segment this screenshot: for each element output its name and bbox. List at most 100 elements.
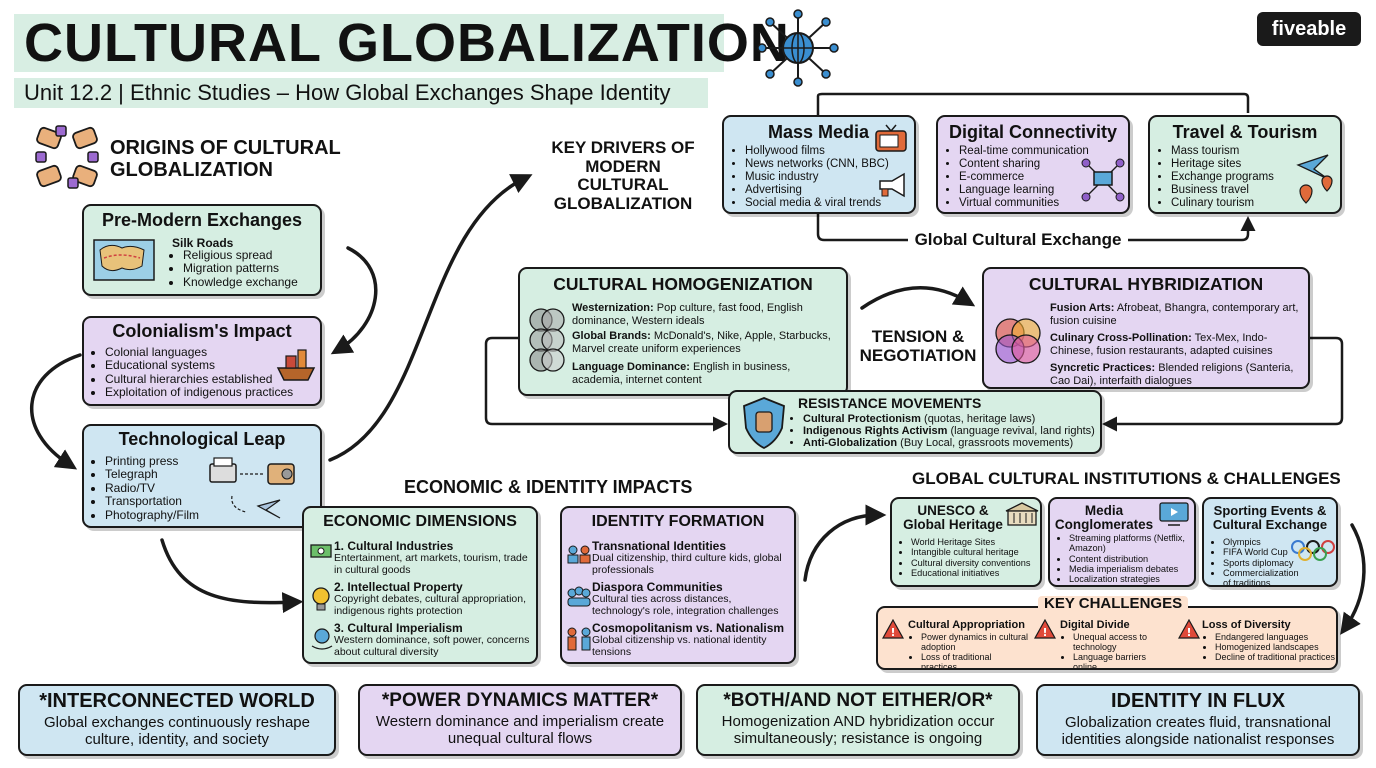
network-computer-icon (1081, 158, 1125, 202)
list-item: Educational systems (105, 358, 293, 372)
homogenization-item: Westernization: Pop culture, fast food, … (572, 302, 842, 327)
item-text: Pop culture, fast food, English dominanc… (572, 302, 803, 327)
homogenization-title: CULTURAL HOMOGENIZATION (553, 274, 813, 294)
pre-modern-title: Pre-Modern Exchanges (101, 210, 303, 230)
item-text: Global citizenship vs. national identity… (592, 634, 767, 658)
takeaway-text: Global exchanges continuously reshape cu… (43, 714, 310, 749)
item-label: Global Brands: (572, 330, 651, 342)
takeaway-box: *INTERCONNECTED WORLD Global exchanges c… (18, 684, 336, 756)
item-text: Copyright debates, cultural appropriatio… (334, 593, 527, 617)
item-text: (Buy Local, grassroots movements) (900, 437, 1074, 450)
takeaway-title: *POWER DYNAMICS MATTER* (381, 690, 659, 711)
pre-modern-box: Pre-Modern Exchanges Silk Roads Religiou… (82, 204, 322, 296)
ship-icon (276, 349, 316, 381)
list-item: Unequal access to technology (1073, 632, 1172, 652)
list-item: Telegraph (105, 467, 199, 481)
takeaway-text: Globalization creates fluid, transnation… (1061, 714, 1335, 749)
item-text: Afrobeat, Bhangra, contemporary art, fus… (1050, 302, 1299, 327)
item-label: Culinary Cross-Pollination: (1050, 332, 1192, 344)
list-item: Exploitation of indigenous practices (105, 385, 293, 399)
olympic-rings-icon (1291, 540, 1335, 561)
item-label: Diaspora Communities (592, 580, 723, 594)
list-item: Media imperialism debates (1069, 564, 1194, 574)
svg-text:!: ! (1042, 626, 1047, 639)
sports-box: Sporting Events & Cultural Exchange Olym… (1202, 497, 1338, 587)
item-text: Tex-Mex, Indo-Chinese, fusion restaurant… (1050, 332, 1273, 357)
item-label: Transnational Identities (592, 539, 727, 553)
lightbulb-icon (312, 587, 330, 611)
list-item: Commercialization of traditions (1223, 568, 1299, 585)
list-item: Loss of traditional practices (921, 652, 1030, 668)
list-item: Endangered languages (1215, 632, 1336, 642)
megaphone-icon (879, 172, 905, 198)
media-box: Media Conglomerates Streaming platforms … (1048, 497, 1196, 587)
list-item: Exchange programs (1171, 171, 1274, 184)
technology-box: Technological Leap Printing press Telegr… (82, 424, 322, 528)
warning-icon: ! (1178, 619, 1200, 639)
list-item: Photography/Film (105, 508, 199, 522)
mass-media-title: Mass Media (768, 122, 870, 142)
list-item: Indigenous Rights Activism (language rev… (803, 425, 1095, 437)
colonialism-title: Colonialism's Impact (112, 321, 292, 341)
people-exchange-icon (567, 545, 591, 564)
item-label: Cultural Protectionism (803, 413, 921, 425)
travel-list: Mass tourism Heritage sites Exchange pro… (1156, 145, 1274, 209)
list-item: Culinary tourism (1171, 197, 1274, 210)
silk-roads-label: Silk Roads (172, 236, 234, 250)
media-list: Streaming platforms (Netflix, Amazon) Co… (1054, 533, 1194, 584)
challenge-list: Unequal access to technologyLanguage bar… (1058, 632, 1172, 668)
media-title: Media Conglomerates (1054, 503, 1154, 533)
heritage-building-icon (1005, 502, 1039, 526)
list-item: Virtual communities (959, 197, 1089, 210)
identity-box: IDENTITY FORMATION Transnational Identit… (560, 506, 796, 664)
digital-list: Real-time communication Content sharing … (944, 145, 1089, 209)
list-item: World Heritage Sites (911, 537, 1031, 547)
list-item: Educational initiatives (911, 568, 1031, 578)
hybridization-title: CULTURAL HYBRIDIZATION (1028, 274, 1264, 294)
money-icon (310, 544, 332, 558)
unesco-title: UNESCO & Global Heritage (903, 503, 1003, 533)
item-label: Fusion Arts: (1050, 302, 1115, 314)
world-map-icon (93, 239, 155, 281)
hybridization-item: Syncretic Practices: Blended religions (… (1050, 362, 1306, 387)
list-item: Anti-Globalization (Buy Local, grassroot… (803, 437, 1095, 449)
item-label: Indigenous Rights Activism (803, 425, 948, 438)
takeaway-box: *POWER DYNAMICS MATTER* Western dominanc… (358, 684, 682, 756)
travel-box: Travel & Tourism Mass tourism Heritage s… (1148, 115, 1342, 214)
airplane-pin-icon (1296, 154, 1333, 204)
item-text: Entertainment, art markets, tourism, tra… (334, 552, 528, 576)
digital-box: Digital Connectivity Real-time communica… (936, 115, 1130, 214)
television-icon (875, 124, 907, 152)
list-item: Mass tourism (1171, 145, 1274, 158)
svg-text:!: ! (1186, 626, 1191, 639)
list-item: Transportation (105, 494, 199, 508)
list-item: Content sharing (959, 158, 1089, 171)
item-text: Dual citizenship, third culture kids, gl… (592, 552, 782, 576)
challenge-title: Loss of Diversity (1202, 619, 1291, 631)
economic-box: ECONOMIC DIMENSIONS 1. Cultural Industri… (302, 506, 538, 664)
drivers-heading: KEY DRIVERS OF MODERN CULTURAL GLOBALIZA… (551, 138, 695, 214)
list-item: FIFA World Cup (1223, 547, 1294, 557)
globe-network-icon (757, 9, 839, 87)
list-item: Power dynamics in cultural adoption (921, 632, 1030, 652)
list-item: Radio/TV (105, 481, 199, 495)
item-label: 1. Cultural Industries (334, 539, 454, 553)
list-item: Migration patterns (183, 261, 298, 275)
play-screen-icon (1159, 502, 1189, 526)
technology-icons (209, 457, 295, 519)
hands-circle-icon (35, 125, 99, 189)
challenge-list: Endangered languagesHomogenized landscap… (1200, 632, 1336, 662)
list-item: Heritage sites (1171, 158, 1274, 171)
item-label: Syncretic Practices: (1050, 362, 1156, 374)
list-item: Decline of traditional practices (1215, 652, 1336, 662)
sports-list: Olympics FIFA World Cup Sports diplomacy… (1208, 537, 1299, 585)
hybridization-box: CULTURAL HYBRIDIZATION Fusion Arts: Afro… (982, 267, 1310, 389)
list-item: E-commerce (959, 171, 1089, 184)
resistance-title: RESISTANCE MOVEMENTS (798, 395, 982, 411)
globe-hand-icon (311, 628, 333, 650)
takeaway-text: Homogenization AND hybridization occur s… (721, 712, 995, 748)
homogenization-box: CULTURAL HOMOGENIZATION Westernization: … (518, 267, 848, 396)
